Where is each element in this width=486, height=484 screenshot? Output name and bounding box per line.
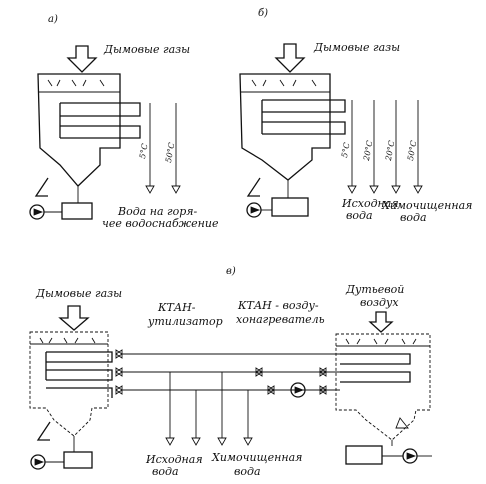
drain-arrow <box>34 177 49 197</box>
tank-c-right <box>345 445 383 465</box>
source-water-label-line1: Исходная <box>146 453 203 466</box>
panel-b-drawing <box>239 43 423 218</box>
hot-water-label-line2: чее водоснабжение <box>102 217 219 230</box>
panel-a-drawing <box>29 45 181 220</box>
flue-gas-label: Дымовые газы <box>104 43 191 56</box>
air-heater-coil <box>340 353 411 383</box>
ktan-air-heater-line1: КТАН - возду- <box>238 299 319 312</box>
circulation-pump <box>290 382 306 398</box>
tank-b <box>271 197 309 217</box>
source-water-label-line2: вода <box>152 465 179 478</box>
source-water-label-line1: Исходная <box>342 197 399 210</box>
flue-gas-label: Дымовые газы <box>314 41 401 54</box>
drain-arrow <box>246 177 261 197</box>
chem-water-label-line2: вода <box>234 465 261 478</box>
gas-inlet-arrow <box>58 305 90 331</box>
heat-exchange-coil <box>262 99 346 135</box>
utilizer-housing <box>29 331 109 437</box>
chem-water-label-line1: Химочищенная <box>382 199 473 212</box>
flue-gas-label: Дымовые газы <box>36 287 123 300</box>
gas-inlet-arrow <box>66 45 98 73</box>
blast-air-arrow <box>368 311 394 333</box>
ktan-air-heater-line2: хонагреватель <box>236 313 325 326</box>
exchanger-housing <box>37 73 121 187</box>
chem-water-label-line1: Химочищенная <box>212 451 303 464</box>
exchanger-housing <box>239 73 331 181</box>
chem-water-label-line2: вода <box>400 211 427 224</box>
blast-air-line1: Дутьевой <box>346 283 405 296</box>
heat-exchange-coil <box>60 102 141 139</box>
panel-c-drawing <box>29 305 432 470</box>
blast-air-line2: воздух <box>360 296 399 309</box>
panel-c-letter: в) <box>226 266 236 277</box>
panel-b-letter: б) <box>258 8 269 19</box>
utilizer-coil <box>46 351 113 398</box>
panel-a-letter: а) <box>48 14 58 25</box>
hot-water-label-line1: Вода на горя- <box>118 205 198 218</box>
drain-arrow <box>36 421 51 441</box>
ktan-utilizer-line2: утилизатор <box>148 315 223 328</box>
gas-inlet-arrow <box>274 43 306 73</box>
tank-c-left <box>63 451 93 469</box>
air-heater-housing <box>335 333 431 441</box>
tank-a <box>61 202 93 220</box>
source-water-label-line2: вода <box>346 209 373 222</box>
ktan-utilizer-line1: КТАН- <box>158 301 196 314</box>
